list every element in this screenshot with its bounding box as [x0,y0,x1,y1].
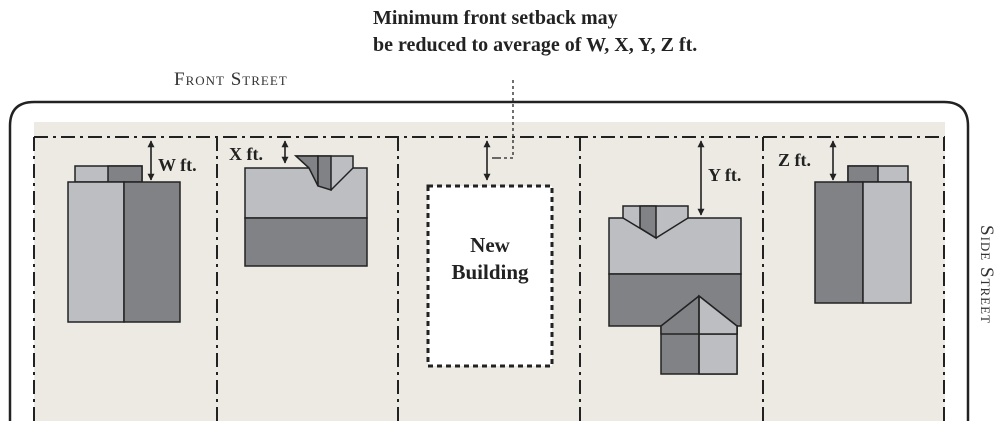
front-street-label: Front Street [174,69,288,90]
building-w [67,165,181,323]
setback-note-line2: be reduced to average of W, X, Y, Z ft. [373,34,697,56]
side-street-label: Side Street [976,225,997,324]
new-building-label-line2: Building [451,260,529,284]
building-z [814,165,912,304]
building-y [608,205,742,375]
building-x [244,155,368,267]
setback-y-label: Y ft. [708,165,741,185]
new-building-label-line1: New [470,233,510,257]
note-leader [492,80,514,159]
setback-x-label: X ft. [229,144,263,164]
block-outline [8,100,970,421]
new-building [426,184,554,368]
setback-z-label: Z ft. [778,150,811,170]
setback-note-line1: Minimum front setback may [373,7,618,29]
setback-w-label: W ft. [158,155,197,175]
